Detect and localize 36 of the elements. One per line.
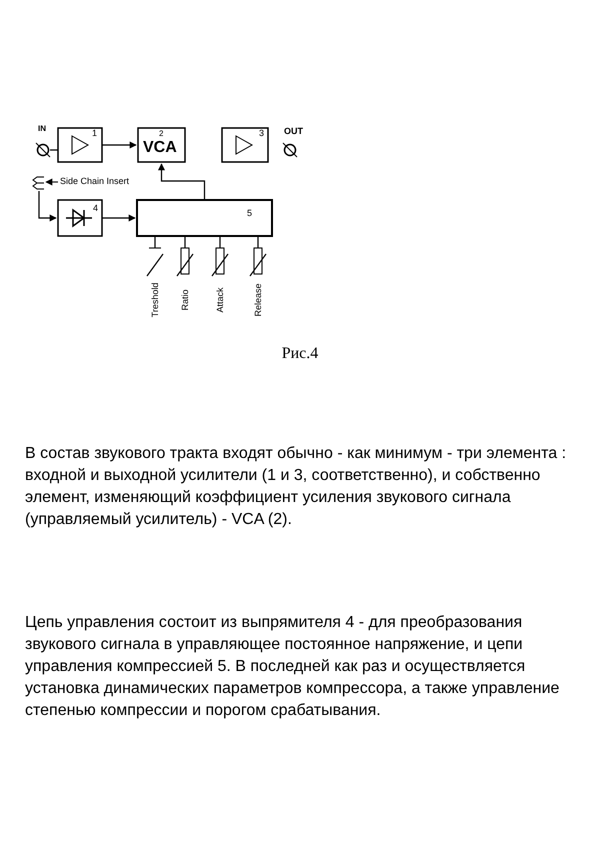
connector — [257, 236, 259, 248]
control-label: Ratio — [180, 290, 190, 310]
insert-jack — [32, 176, 44, 190]
vca-label: VCA — [143, 140, 177, 156]
block-number: 4 — [93, 204, 98, 213]
amplifier-box — [221, 127, 269, 163]
potentiometer — [176, 248, 194, 276]
potentiometer — [146, 248, 164, 276]
insert-label: Side Chain Insert — [60, 177, 130, 186]
connector — [102, 142, 137, 148]
control-label: Treshold — [150, 282, 160, 318]
input-jack — [36, 142, 50, 158]
rectifier-box — [57, 199, 103, 237]
connector — [158, 163, 206, 200]
potentiometer — [250, 248, 266, 276]
connector — [102, 214, 136, 222]
paragraph: В состав звукового тракта входят обычно - как минимум - три элемента : входной и выходной усилители (1 и 3, соответственно), и собственно элемент, изменяющий коэффициент усиления звукового сигнала (управляемый усилитель) - VCA (2). — [25, 444, 568, 530]
potentiometer — [212, 248, 228, 276]
control-label: Attack — [215, 288, 225, 312]
connector — [154, 236, 156, 248]
connector — [184, 236, 186, 248]
amplifier-box — [57, 127, 103, 163]
block-number: 2 — [159, 130, 164, 138]
block-number: 5 — [247, 209, 252, 218]
jack-label: OUT — [284, 127, 303, 136]
control-label: Release — [253, 283, 263, 317]
paragraph: Цепь управления состоит из выпрямителя 4 - для преобразования звукового сигнала в управляющее постоянное напряжение, и цепи управления компрессией 5. В последней как раз и осуществляется установка динамических параметров компрессора, а также управление степенью компрессии и порогом срабатывания. — [25, 613, 560, 721]
figure-caption: Рис.4 — [282, 345, 318, 363]
connector — [219, 236, 221, 248]
jack-label: IN — [38, 125, 46, 133]
block-number: 1 — [92, 129, 98, 138]
vca-box — [137, 127, 186, 163]
connector — [38, 191, 57, 222]
block-number: 3 — [259, 129, 264, 138]
control-block — [136, 199, 273, 237]
output-jack — [282, 142, 298, 158]
